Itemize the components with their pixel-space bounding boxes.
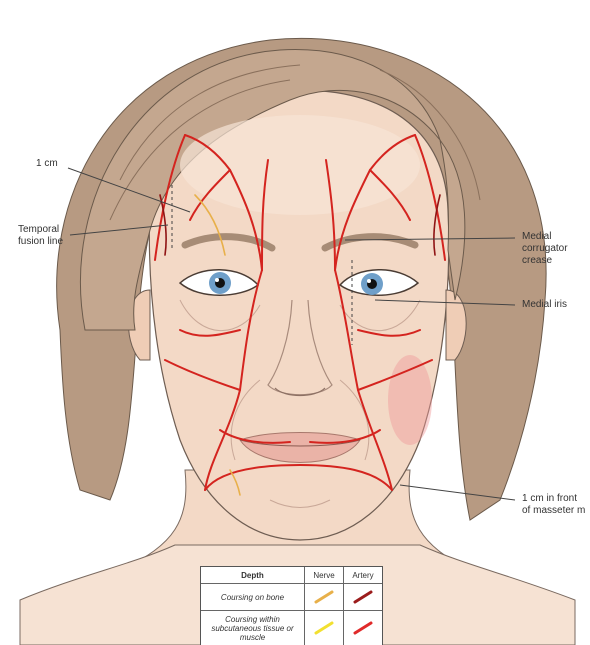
label-masseter: 1 cm in front of masseter m: [522, 493, 585, 517]
legend-nerve-swatch: [304, 584, 343, 610]
label-medial-corrugator-crease: Medial corrugator crease: [522, 231, 568, 267]
legend-artery-swatch: [343, 611, 382, 645]
legend-depth: Coursing on bone: [201, 584, 304, 610]
legend-artery-swatch: [343, 584, 382, 610]
legend-row: Coursing on bone: [201, 583, 382, 610]
legend-depth: Coursing within subcutaneous tissue or m…: [201, 611, 304, 645]
label-1cm: 1 cm: [36, 158, 58, 170]
label-medial-iris: Medial iris: [522, 299, 567, 311]
label-temporal-fusion-line: Temporal fusion line: [18, 224, 63, 248]
legend-header-nerve: Nerve: [304, 567, 343, 583]
legend-header-artery: Artery: [343, 567, 382, 583]
legend-row: Coursing within subcutaneous tissue or m…: [201, 610, 382, 645]
legend-table: Depth Nerve Artery Coursing on bone Cour…: [200, 566, 383, 645]
legend-header-row: Depth Nerve Artery: [201, 567, 382, 583]
legend-header-depth: Depth: [201, 567, 304, 583]
legend-nerve-swatch: [304, 611, 343, 645]
